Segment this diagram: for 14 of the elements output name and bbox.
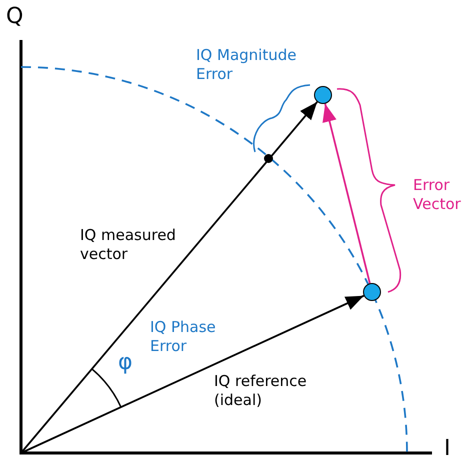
reference-point-dot [363, 283, 381, 301]
annotation-text: IQ Phase Error [150, 318, 217, 356]
axis-label: I [444, 436, 450, 462]
arrow [322, 104, 371, 284]
annotation-text: IQ Magnitude Error [196, 46, 298, 84]
arrow [20, 101, 318, 454]
ideal-magnitude-dot [264, 154, 272, 162]
vector-label: IQ reference (ideal) [214, 372, 308, 410]
measured-point-dot [314, 86, 332, 104]
angle-symbol: φ [118, 350, 133, 376]
axis-label: Q [6, 4, 24, 30]
arrow [20, 294, 364, 454]
vector-label: IQ measured vector [80, 226, 177, 264]
annotation-text: Error Vector [413, 176, 462, 214]
